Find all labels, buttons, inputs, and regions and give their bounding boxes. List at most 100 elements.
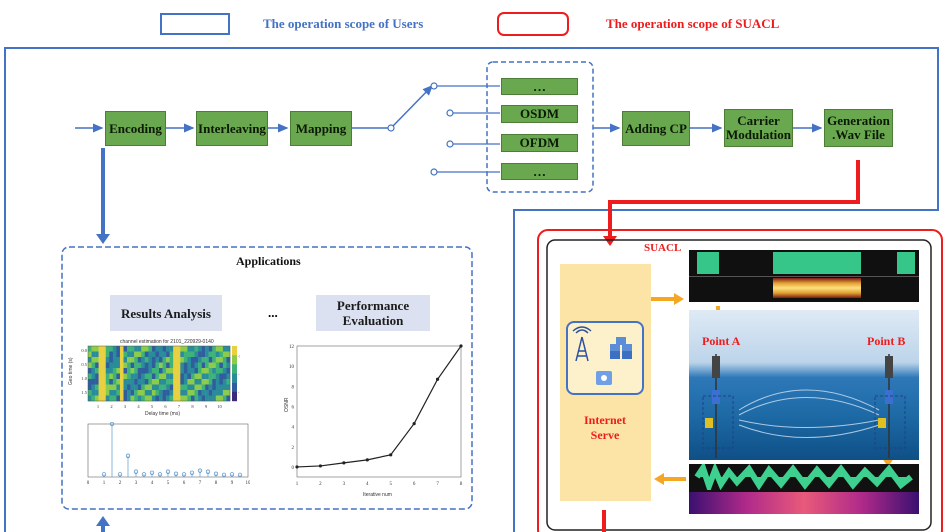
- heatmap-cell: [144, 346, 149, 352]
- heatmap-cell: [219, 346, 224, 352]
- heatmap-cell: [144, 373, 149, 380]
- heatmap-cell: [116, 384, 121, 391]
- heatmap-cell: [134, 351, 138, 358]
- heatmap-cell: [201, 351, 206, 358]
- network-node-icon: [596, 371, 612, 385]
- heatmap-cell: [176, 395, 181, 402]
- heatmap-cell: [222, 384, 227, 391]
- heatmap-colorbar-segment: [232, 391, 237, 402]
- heatmap-cell: [88, 379, 92, 385]
- heatmap-cell: [102, 390, 106, 396]
- heatmap-cell: [144, 368, 149, 374]
- heatmap-cell: [155, 390, 160, 396]
- heatmap-cell: [144, 384, 149, 391]
- heatmap-cell: [134, 373, 138, 380]
- heatmap-cell: [169, 373, 174, 380]
- heatmap-cell: [144, 362, 149, 369]
- osdm-block: OSDM: [501, 105, 578, 123]
- heatmap-cell: [95, 379, 99, 385]
- heatmap-cell: [151, 384, 156, 391]
- heatmap-cell: [119, 368, 124, 374]
- heatmap-cell: [137, 373, 142, 380]
- point-b-label: Point B: [867, 334, 906, 348]
- heatmap-cell: [173, 357, 177, 363]
- heatmap-cell: [166, 384, 170, 391]
- heatmap-cell: [212, 395, 216, 402]
- heatmap-cell: [88, 373, 92, 380]
- carrier-modulation-block: Carrier Modulation: [724, 109, 793, 147]
- heatmap-y-tick: 1.5: [81, 390, 87, 395]
- heatmap-cell: [215, 384, 220, 391]
- heatmap-cell: [176, 346, 181, 352]
- performance-y-tick: 0: [292, 466, 295, 471]
- heatmap-cell: [102, 379, 106, 385]
- heatmap-cell: [137, 384, 142, 391]
- heatmap-cell: [205, 395, 209, 402]
- heatmap-cell: [137, 362, 142, 369]
- heatmap-cell: [183, 346, 188, 352]
- heatmap-cell: [141, 357, 145, 363]
- heatmap-cell: [119, 395, 124, 402]
- stem-point: [101, 472, 107, 477]
- heatmap-cell: [102, 384, 106, 391]
- heatmap-cell: [219, 368, 224, 374]
- heatmap-cell: [169, 351, 174, 358]
- heatmap-cell: [130, 351, 135, 358]
- heatmap-cell: [208, 395, 213, 402]
- heatmap-cell: [190, 390, 195, 396]
- heatmap-cell: [205, 346, 209, 352]
- heatmap-cell: [176, 379, 181, 385]
- heatmap-cell: [130, 395, 135, 402]
- heatmap-cell: [105, 351, 110, 358]
- heatmap-cell: [198, 368, 202, 374]
- heatmap-cell: [116, 346, 121, 352]
- performance-y-tick: 12: [289, 345, 295, 350]
- heatmap-cell: [201, 390, 206, 396]
- heatmap-cell: [190, 379, 195, 385]
- heatmap-cell: [166, 351, 170, 358]
- stem-x-tick: 2: [119, 481, 122, 486]
- heatmap-cell: [159, 362, 163, 369]
- heatmap-cell: [119, 373, 124, 380]
- heatmap-cell: [222, 390, 227, 396]
- heatmap-cell: [159, 357, 163, 363]
- interleaving-block: Interleaving: [196, 111, 268, 146]
- heatmap-cell: [212, 357, 216, 363]
- performance-x-tick: 6: [413, 482, 416, 487]
- heatmap-cell: [215, 346, 220, 352]
- heatmap-cell: [226, 390, 231, 396]
- point-a-buoy-icon: [702, 354, 734, 458]
- heatmap-cell: [198, 357, 202, 363]
- heatmap-cell: [162, 362, 167, 369]
- heatmap-cell: [134, 384, 138, 391]
- heatmap-cell: [215, 362, 220, 369]
- heatmap-cell: [88, 384, 92, 391]
- heatmap-cell: [91, 384, 96, 391]
- heatmap-y-tick: 0.0: [81, 348, 87, 353]
- heatmap-title: channel estimation for 2101_220929-0140: [120, 339, 214, 345]
- heatmap-cell: [116, 379, 121, 385]
- heatmap-cell: [187, 368, 192, 374]
- heatmap-cell: [91, 373, 96, 380]
- heatmap-cell: [123, 379, 128, 385]
- heatmap-cell: [212, 351, 216, 358]
- heatmap-cell: [208, 384, 213, 391]
- heatmap-cell: [219, 357, 224, 363]
- heatmap-cell: [190, 362, 195, 369]
- performance-point: [318, 464, 323, 468]
- heatmap-cell: [173, 362, 177, 369]
- heatmap-cell: [134, 357, 138, 363]
- heatmap-cell: [105, 373, 110, 380]
- stem-point: [205, 469, 211, 474]
- heatmap-cell: [201, 384, 206, 391]
- heatmap-cell: [194, 346, 199, 352]
- stem-point: [237, 472, 243, 478]
- heatmap-cell: [169, 368, 174, 374]
- heatmap-cell: [105, 390, 110, 396]
- heatmap-cell: [116, 351, 121, 358]
- heatmap-cell: [159, 384, 163, 391]
- heatmap-cell: [98, 346, 103, 352]
- heatmap-cell: [166, 390, 170, 396]
- heatmap-cell: [130, 362, 135, 369]
- performance-point: [389, 453, 393, 457]
